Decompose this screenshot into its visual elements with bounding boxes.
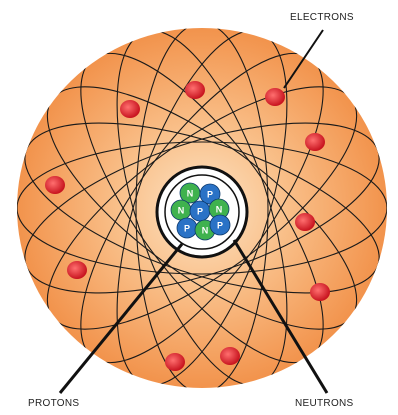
electron xyxy=(120,100,140,118)
proton-letter: P xyxy=(207,190,213,200)
neutron-letter: N xyxy=(187,189,194,199)
electron xyxy=(265,88,285,106)
proton: P xyxy=(177,218,197,238)
neutron-letter: N xyxy=(202,226,209,236)
proton-letter: P xyxy=(197,207,203,217)
neutron: N xyxy=(171,200,191,220)
electrons-label: ELECTRONS xyxy=(290,12,354,23)
neutrons-label: NEUTRONS xyxy=(295,398,354,409)
proton: P xyxy=(210,215,230,235)
electron xyxy=(165,353,185,371)
electron xyxy=(67,261,87,279)
electron xyxy=(185,81,205,99)
electron xyxy=(310,283,330,301)
electron xyxy=(295,213,315,231)
electron xyxy=(45,176,65,194)
protons-label: PROTONS xyxy=(28,398,79,409)
electron xyxy=(220,347,240,365)
electron xyxy=(305,133,325,151)
proton-letter: P xyxy=(217,221,223,231)
neutron-letter: N xyxy=(216,205,223,215)
proton: P xyxy=(190,201,210,221)
proton-letter: P xyxy=(184,224,190,234)
neutron-letter: N xyxy=(178,206,185,216)
